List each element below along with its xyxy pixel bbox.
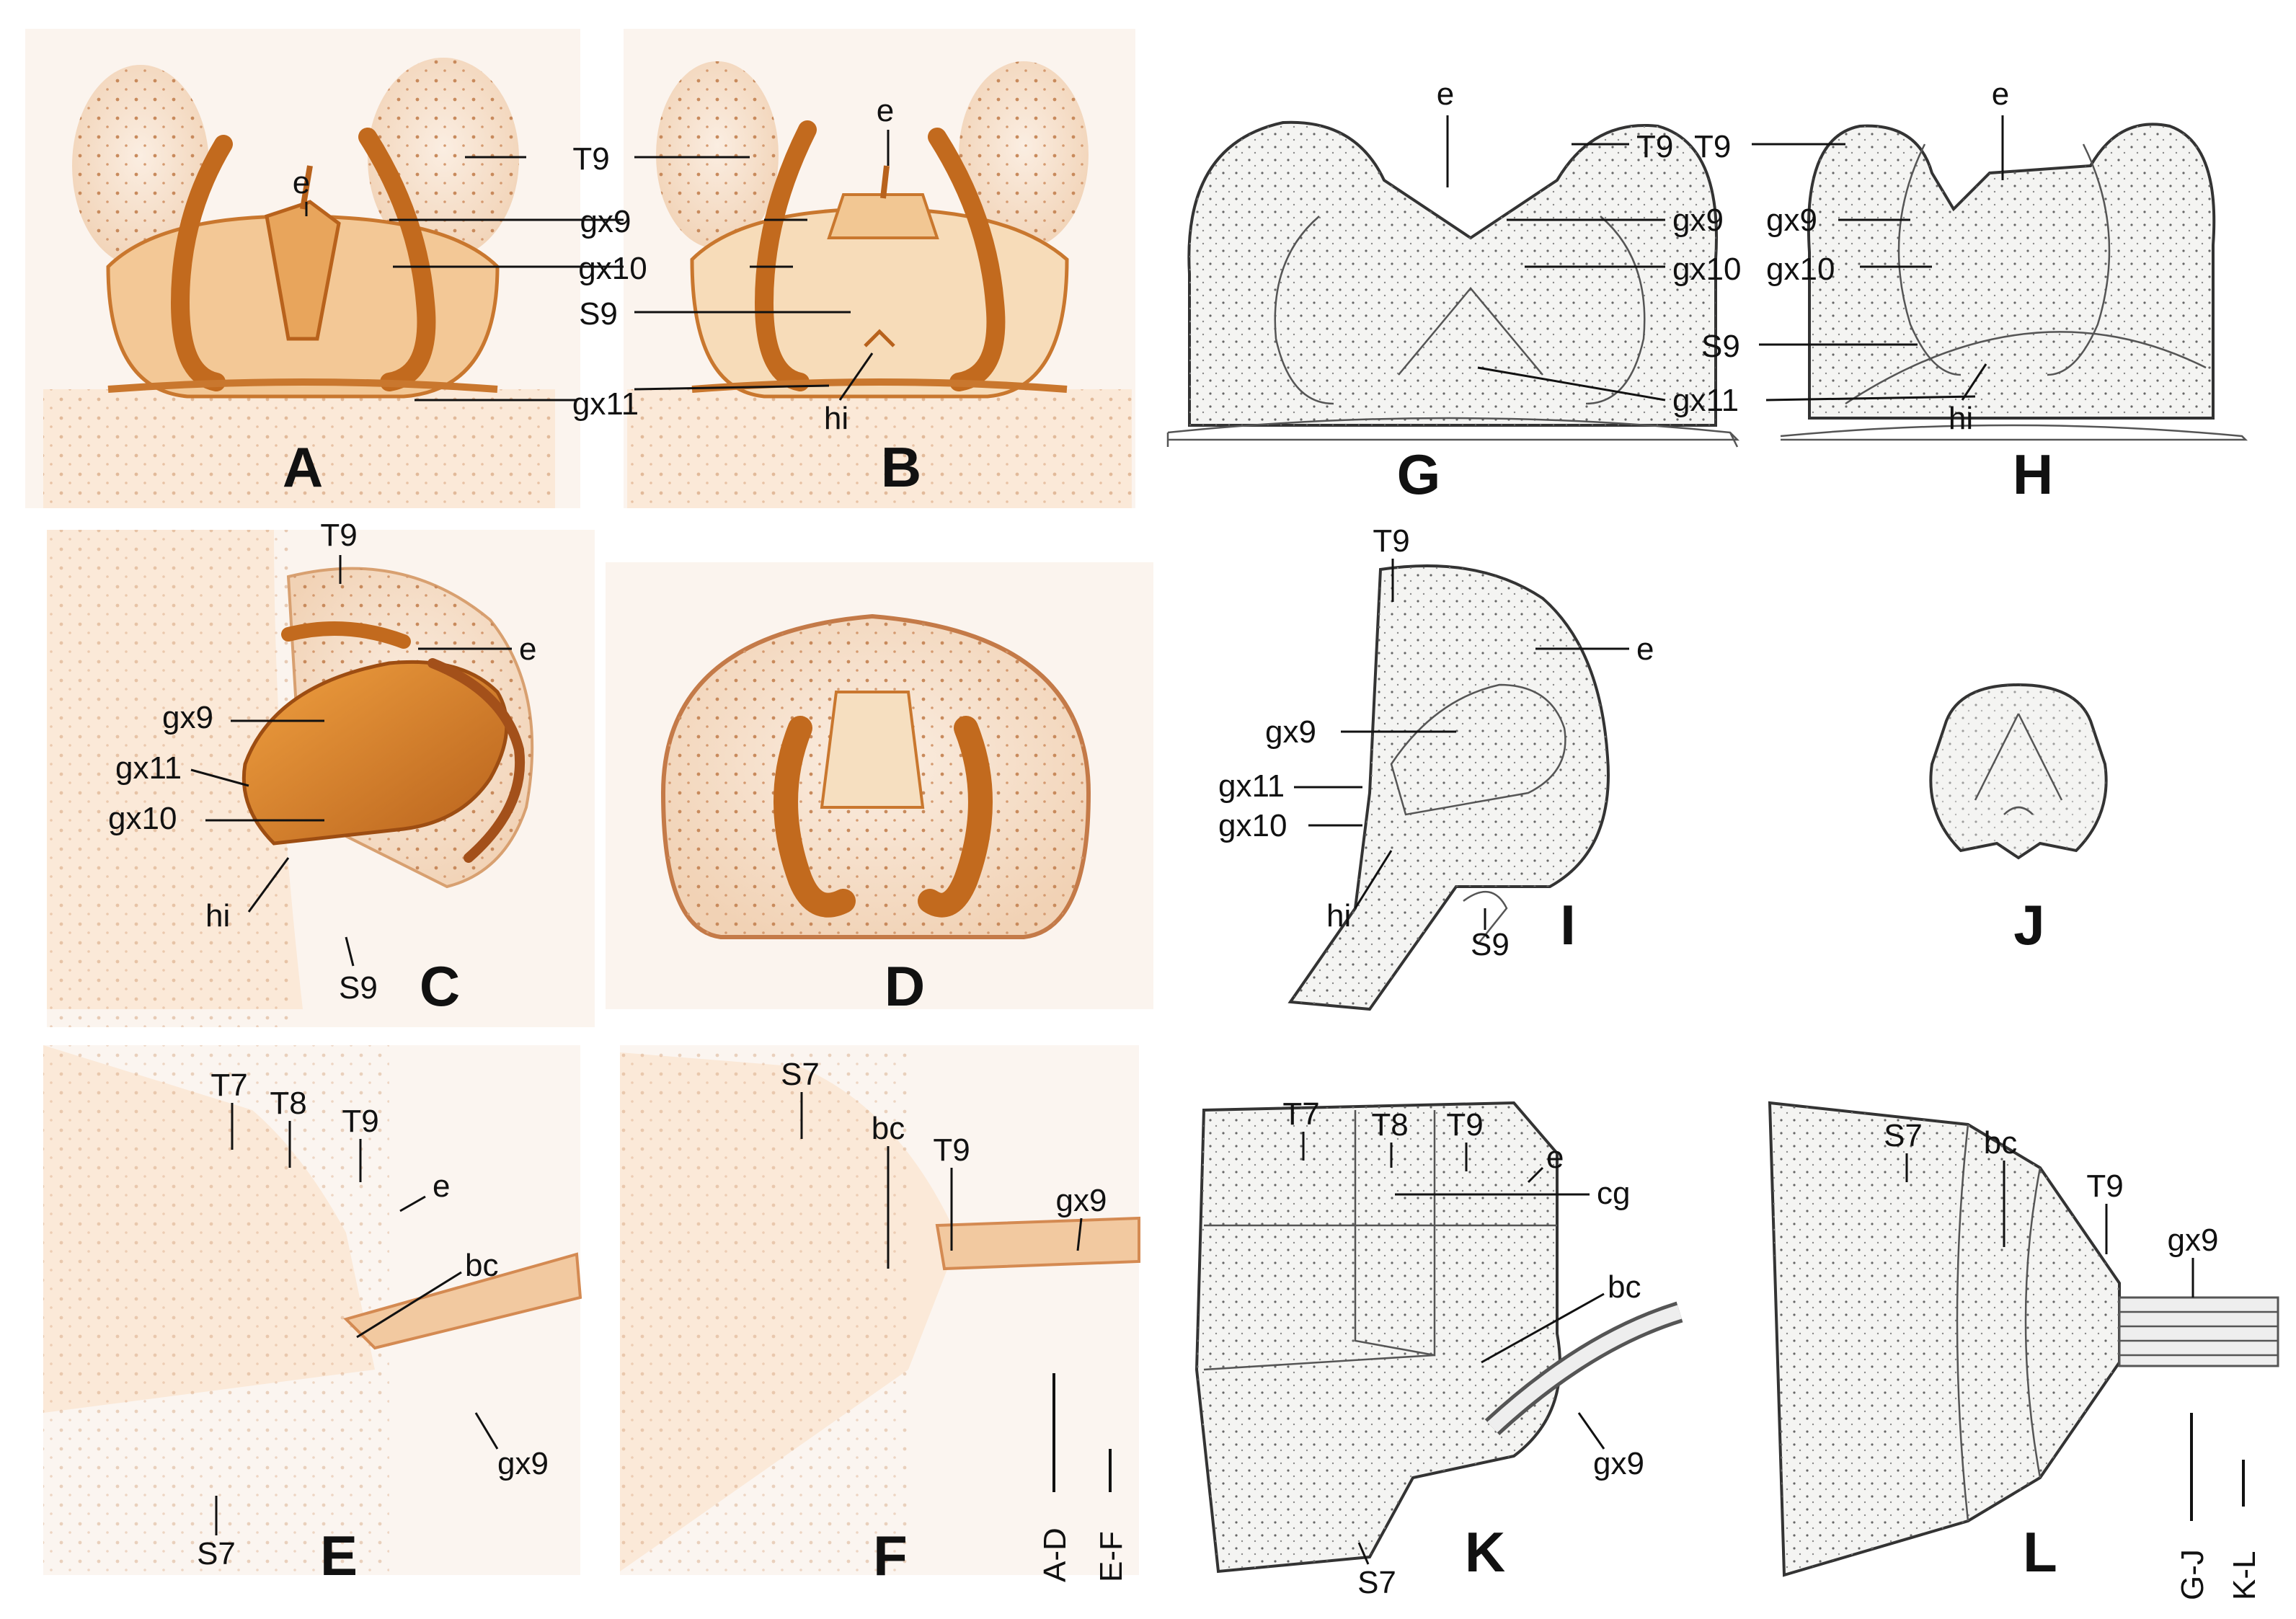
panel-K-label-T9: T9	[1446, 1107, 1483, 1143]
scale-bars-photos: A-D E-F	[1037, 1373, 1129, 1582]
panel-F-label-gx9: gx9	[1056, 1183, 1107, 1218]
panel-B-left-gonapophysis	[754, 120, 817, 391]
panel-G-label-gx10: gx10	[1672, 252, 1741, 287]
panel-K-label-cg: cg	[1597, 1176, 1630, 1211]
panel-A-label-gx9: gx9	[580, 204, 631, 239]
panel-F-label-bc: bc	[872, 1111, 905, 1146]
panel-C-label-gx10: gx10	[108, 801, 177, 836]
panel-L-label-T9: T9	[2086, 1168, 2123, 1204]
panel-I: I T9 e gx9 gx11 gx10 hi S9	[1218, 523, 1654, 1011]
panel-F: F S7 bc T9 gx9	[620, 1045, 1140, 1587]
panel-I-label-gx10: gx10	[1218, 808, 1287, 843]
panel-G: G e T9 gx9 gx10 gx11	[1166, 76, 1741, 506]
panel-A-label-gx11: gx11	[572, 386, 639, 422]
panel-I-label-T9: T9	[1373, 523, 1409, 559]
panel-A-letter: A	[283, 435, 323, 499]
panel-K-label-e: e	[1546, 1140, 1564, 1175]
scale-label-G-J: G-J	[2175, 1549, 2210, 1600]
panel-H-label-gx9: gx9	[1766, 203, 1817, 238]
panel-K-label-gx9: gx9	[1593, 1446, 1644, 1481]
panel-K-label-T7: T7	[1282, 1096, 1319, 1132]
panel-H-label-e: e	[1992, 76, 2009, 112]
panel-H-letter: H	[2013, 443, 2053, 506]
panel-B: B e hi	[624, 29, 1135, 508]
panel-A-label-gx10: gx10	[578, 251, 647, 286]
panel-K-label-S7: S7	[1357, 1565, 1396, 1600]
panel-I-label-S9: S9	[1471, 927, 1510, 962]
scale-bars-drawings: G-J K-L	[2175, 1413, 2262, 1600]
panel-A-label-e: e	[293, 165, 310, 200]
panel-J: J	[1929, 683, 2108, 957]
panel-L-label-bc: bc	[1984, 1125, 2017, 1161]
panel-C-label-e: e	[519, 631, 536, 667]
panel-F-label-T9: T9	[933, 1132, 970, 1168]
panel-E-label-e: e	[433, 1168, 450, 1204]
panel-E-label-T7: T7	[210, 1068, 247, 1103]
panel-B-letter: B	[881, 435, 921, 499]
panel-E-label-T9: T9	[342, 1104, 378, 1139]
panel-L: L S7 bc T9 gx9	[1768, 1101, 2279, 1584]
panel-B-label-e: e	[877, 93, 894, 128]
panel-E-label-gx9: gx9	[497, 1446, 549, 1481]
panel-H: H e T9 gx9 gx10 S9 hi	[1694, 76, 2248, 506]
panel-I-label-gx11: gx11	[1218, 768, 1285, 804]
panel-C-letter: C	[420, 954, 460, 1018]
panel-G-letter: G	[1397, 443, 1441, 506]
panel-F-label-S7: S7	[781, 1057, 820, 1092]
panel-G-label-e: e	[1437, 76, 1454, 112]
panel-A-left-gonapophysis	[170, 135, 233, 391]
panel-K-label-bc: bc	[1608, 1269, 1641, 1305]
panel-K-label-T8: T8	[1371, 1107, 1408, 1143]
panel-F-letter: F	[873, 1524, 908, 1587]
panel-I-label-e: e	[1636, 631, 1654, 667]
panel-H-label-T9: T9	[1694, 129, 1731, 164]
panel-L-letter: L	[2023, 1520, 2057, 1584]
panel-I-label-hi: hi	[1326, 898, 1351, 933]
panel-K: K T7 T8 T9 e cg bc gx9 S7	[1194, 1096, 1683, 1600]
scale-label-K-L: K-L	[2227, 1551, 2262, 1600]
panel-B-right-gonapophysis	[928, 128, 1006, 391]
panel-L-label-gx9: gx9	[2168, 1223, 2219, 1258]
panel-C-label-gx9: gx9	[162, 700, 213, 735]
panel-D: D	[606, 562, 1153, 1018]
panel-J-letter: J	[2013, 893, 2044, 957]
panel-E-label-T8: T8	[270, 1086, 306, 1121]
panel-G-label-T9: T9	[1636, 129, 1673, 164]
panel-A: A e	[25, 29, 678, 508]
panel-E-label-S7: S7	[197, 1536, 236, 1571]
panel-G-label-gx9: gx9	[1672, 203, 1724, 238]
scale-label-E-F: E-F	[1094, 1531, 1129, 1582]
panel-C-label-T9: T9	[320, 518, 357, 553]
panel-I-label-gx9: gx9	[1265, 714, 1316, 750]
panel-C: C T9 e gx9 gx11 gx10 hi S9	[47, 518, 595, 1027]
panel-E: E T7 T8 T9 e bc gx9 S7	[43, 1045, 582, 1587]
panel-K-letter: K	[1465, 1520, 1505, 1584]
panel-H-label-gx10: gx10	[1766, 252, 1835, 287]
panel-C-label-S9: S9	[339, 970, 378, 1006]
panel-H-label-S9: S9	[1701, 329, 1740, 364]
panel-I-letter: I	[1560, 893, 1576, 957]
panel-C-label-gx11: gx11	[115, 750, 182, 786]
panel-A-right-gonapophysis	[358, 128, 436, 391]
panel-A-label-S9: S9	[579, 296, 618, 332]
panel-G-label-gx11: gx11	[1672, 383, 1739, 418]
panel-B-label-hi: hi	[824, 401, 848, 436]
scale-label-A-D: A-D	[1037, 1527, 1073, 1582]
panel-L-label-S7: S7	[1884, 1118, 1923, 1153]
panel-E-letter: E	[320, 1524, 358, 1587]
panel-H-label-hi: hi	[1949, 401, 1973, 436]
panel-E-label-bc: bc	[465, 1248, 498, 1283]
panel-C-label-hi: hi	[205, 898, 230, 933]
panel-A-label-T9: T9	[572, 141, 609, 177]
panel-D-letter: D	[885, 954, 925, 1018]
